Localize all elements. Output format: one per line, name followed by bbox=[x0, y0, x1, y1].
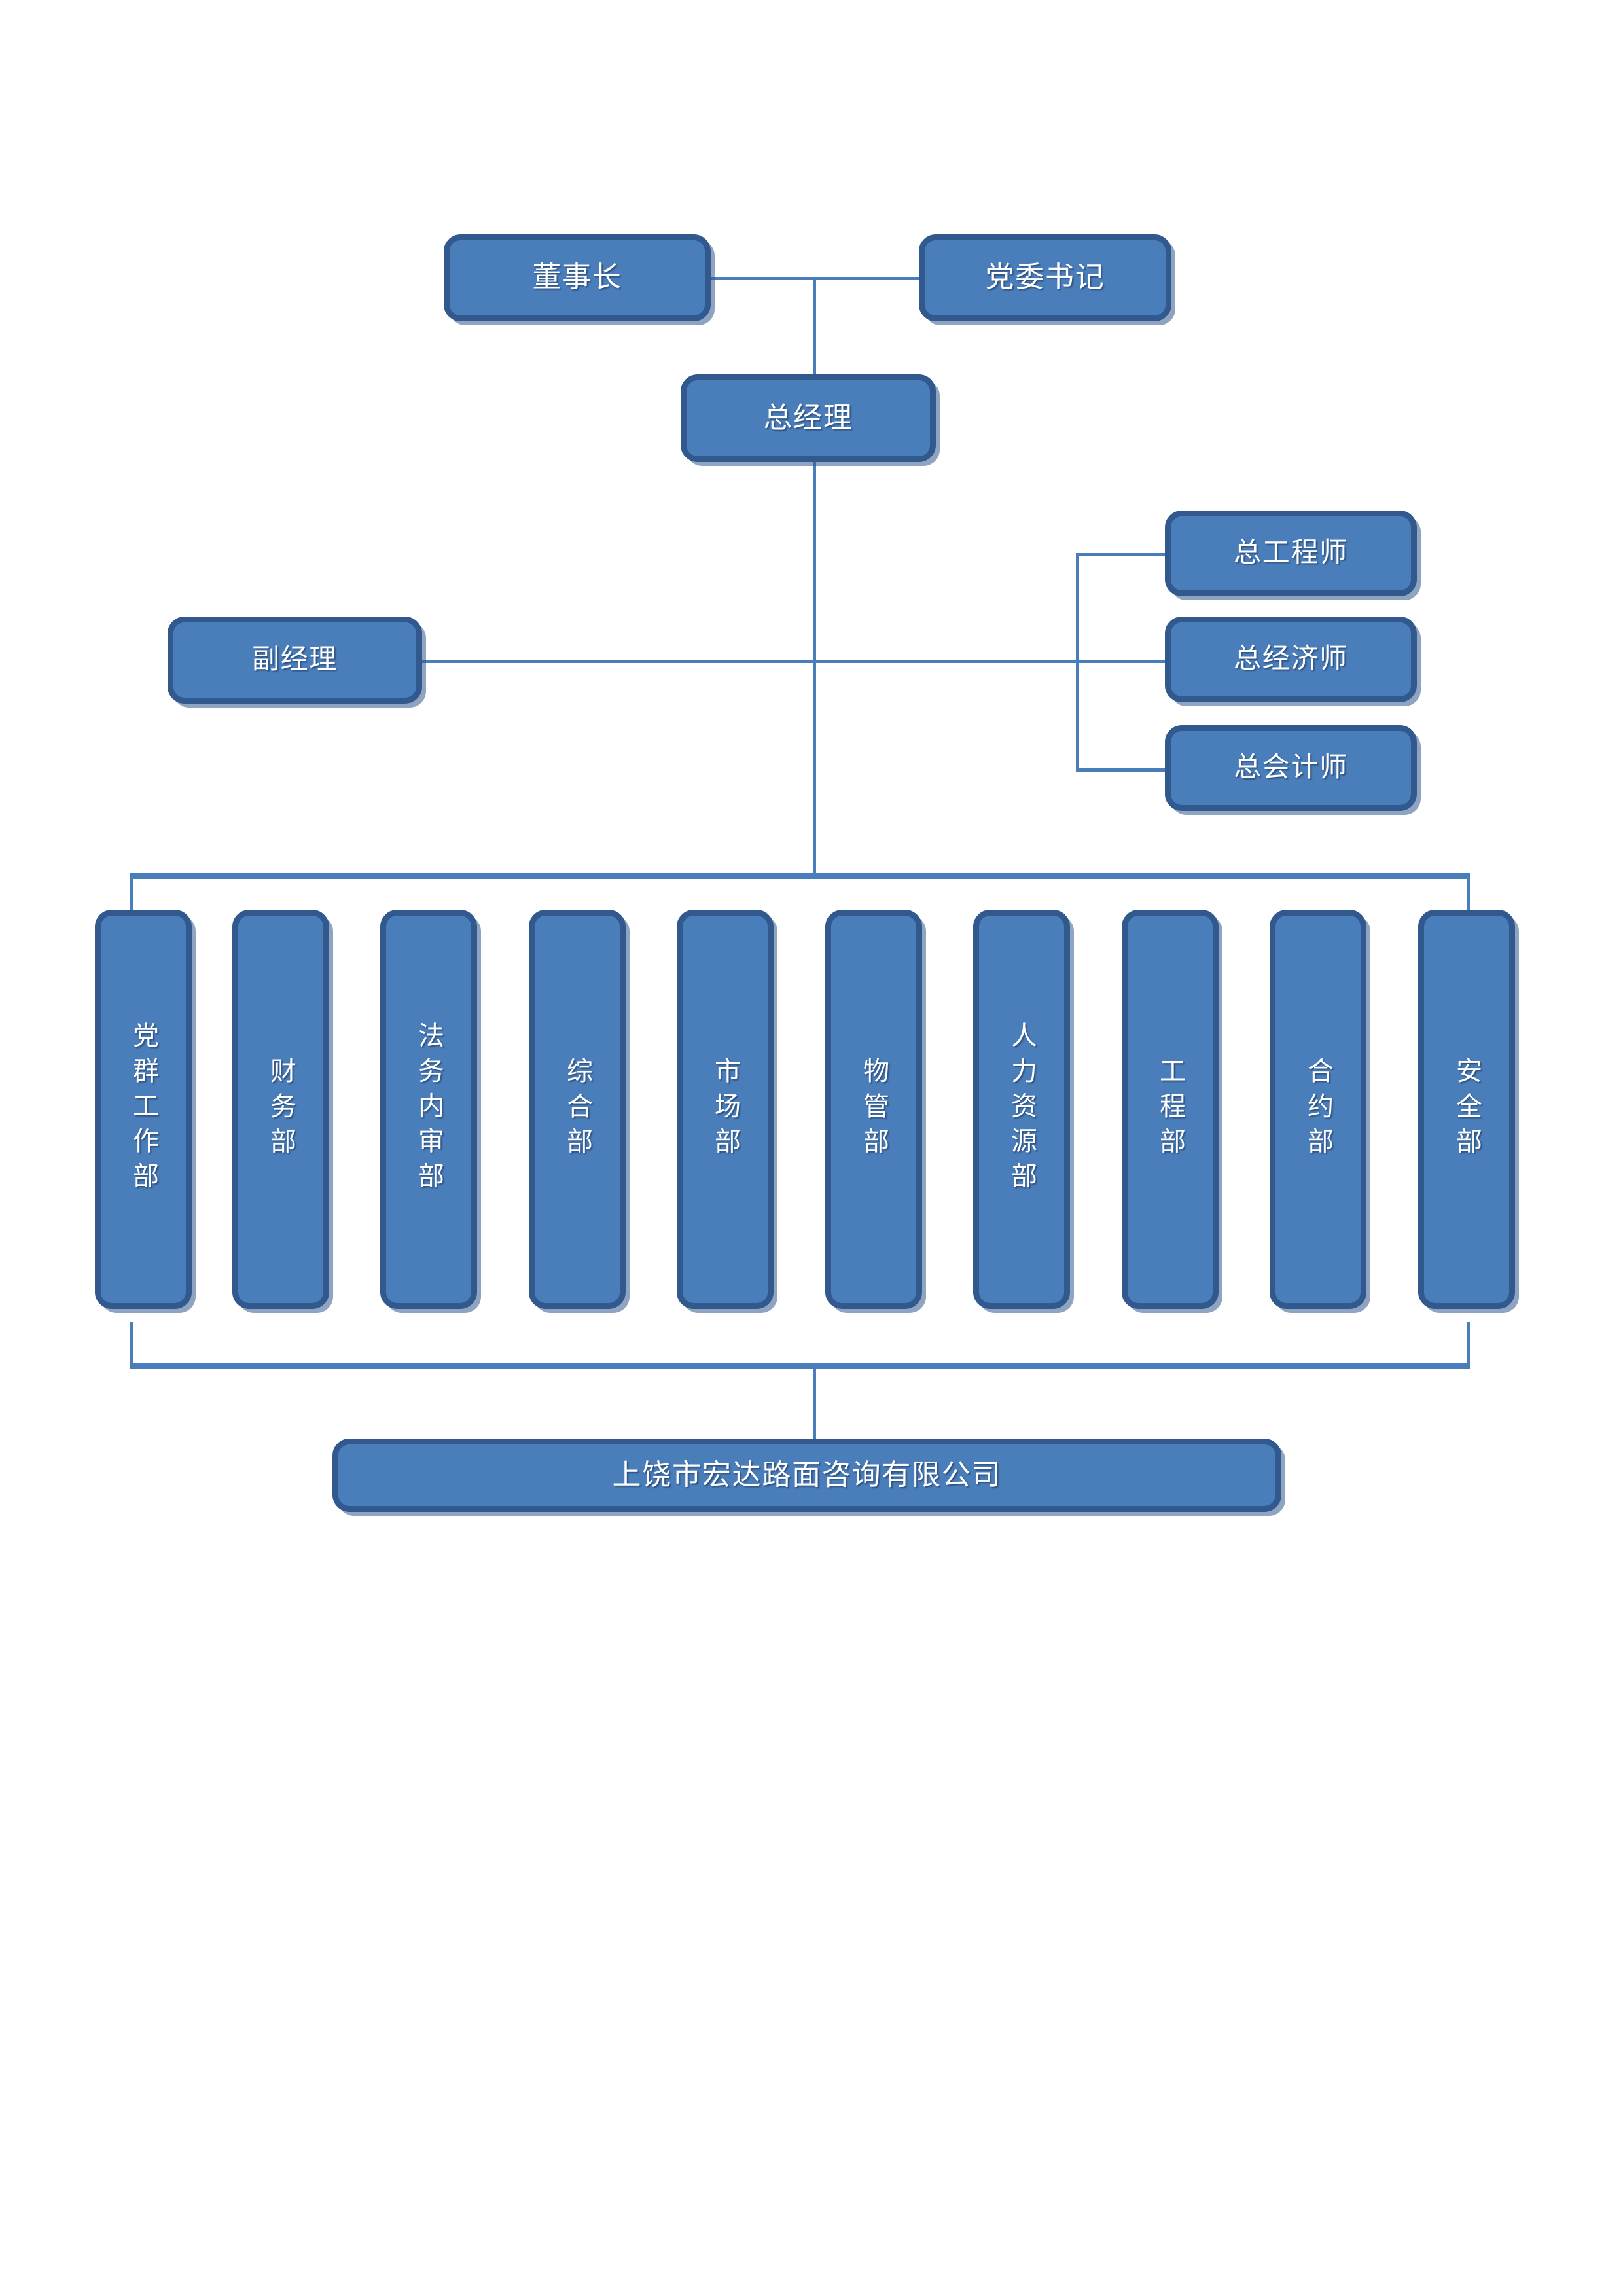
connector-branch-chief-accountant bbox=[1076, 768, 1168, 772]
node-department-party-affairs-label: 党群工作部 bbox=[129, 1022, 158, 1197]
node-department-finance-label: 财务部 bbox=[266, 1056, 296, 1162]
node-department-property-management[interactable]: 物管部 bbox=[825, 910, 922, 1309]
connector-branch-chief-economist bbox=[1076, 660, 1168, 663]
node-chief-engineer[interactable]: 总工程师 bbox=[1165, 511, 1417, 596]
connector-busbar-top-right-drop bbox=[1467, 873, 1470, 911]
node-department-general-affairs-label: 综合部 bbox=[563, 1056, 592, 1162]
connector-branch-chief-engineer bbox=[1076, 553, 1168, 556]
node-department-engineering-label: 工程部 bbox=[1156, 1056, 1185, 1162]
node-chief-economist[interactable]: 总经济师 bbox=[1165, 617, 1417, 702]
connector-busbar-bottom-right-rise bbox=[1467, 1322, 1470, 1365]
connector-busbar-bottom-left-rise bbox=[130, 1322, 133, 1365]
node-party-secretary[interactable]: 党委书记 bbox=[919, 234, 1171, 321]
node-department-marketing[interactable]: 市场部 bbox=[677, 910, 774, 1309]
node-company-label: 上饶市宏达路面咨询有限公司 bbox=[612, 1458, 1002, 1491]
node-department-legal-audit-label: 法务内审部 bbox=[414, 1022, 444, 1197]
node-general-manager-label: 总经理 bbox=[763, 401, 853, 434]
node-chairman[interactable]: 董事长 bbox=[444, 234, 711, 321]
node-department-property-management-label: 物管部 bbox=[859, 1056, 889, 1162]
node-department-human-resources-label: 人力资源部 bbox=[1007, 1022, 1037, 1197]
node-department-safety[interactable]: 安全部 bbox=[1418, 910, 1515, 1309]
connector-deputy-to-chiefs bbox=[421, 660, 1079, 663]
connector-busbar-to-company bbox=[813, 1365, 816, 1439]
node-department-marketing-label: 市场部 bbox=[711, 1056, 740, 1162]
node-department-party-affairs[interactable]: 党群工作部 bbox=[95, 910, 192, 1309]
node-department-legal-audit[interactable]: 法务内审部 bbox=[380, 910, 477, 1309]
node-company[interactable]: 上饶市宏达路面咨询有限公司 bbox=[332, 1439, 1281, 1512]
node-deputy-manager[interactable]: 副经理 bbox=[168, 617, 422, 704]
node-party-secretary-label: 党委书记 bbox=[985, 261, 1105, 294]
node-chief-accountant-label: 总会计师 bbox=[1234, 753, 1348, 783]
node-department-contract[interactable]: 合约部 bbox=[1270, 910, 1366, 1309]
node-department-human-resources[interactable]: 人力资源部 bbox=[973, 910, 1070, 1309]
node-chairman-label: 董事长 bbox=[532, 261, 622, 294]
connector-gm-main-trunk bbox=[813, 461, 816, 876]
node-department-safety-label: 安全部 bbox=[1452, 1056, 1482, 1162]
node-chief-accountant[interactable]: 总会计师 bbox=[1165, 725, 1417, 811]
node-department-engineering[interactable]: 工程部 bbox=[1122, 910, 1219, 1309]
connector-busbar-top-left-drop bbox=[130, 873, 133, 911]
node-department-contract-label: 合约部 bbox=[1304, 1056, 1333, 1162]
node-department-general-affairs[interactable]: 综合部 bbox=[529, 910, 626, 1309]
connector-top-trunk-to-gm bbox=[813, 277, 816, 376]
node-chief-engineer-label: 总工程师 bbox=[1234, 538, 1348, 569]
node-chief-economist-label: 总经济师 bbox=[1234, 644, 1348, 675]
node-general-manager[interactable]: 总经理 bbox=[681, 374, 936, 462]
connector-department-busbar-top bbox=[130, 873, 1470, 879]
connector-department-busbar-bottom bbox=[130, 1363, 1470, 1369]
node-department-finance[interactable]: 财务部 bbox=[232, 910, 329, 1309]
node-deputy-manager-label: 副经理 bbox=[251, 645, 338, 675]
